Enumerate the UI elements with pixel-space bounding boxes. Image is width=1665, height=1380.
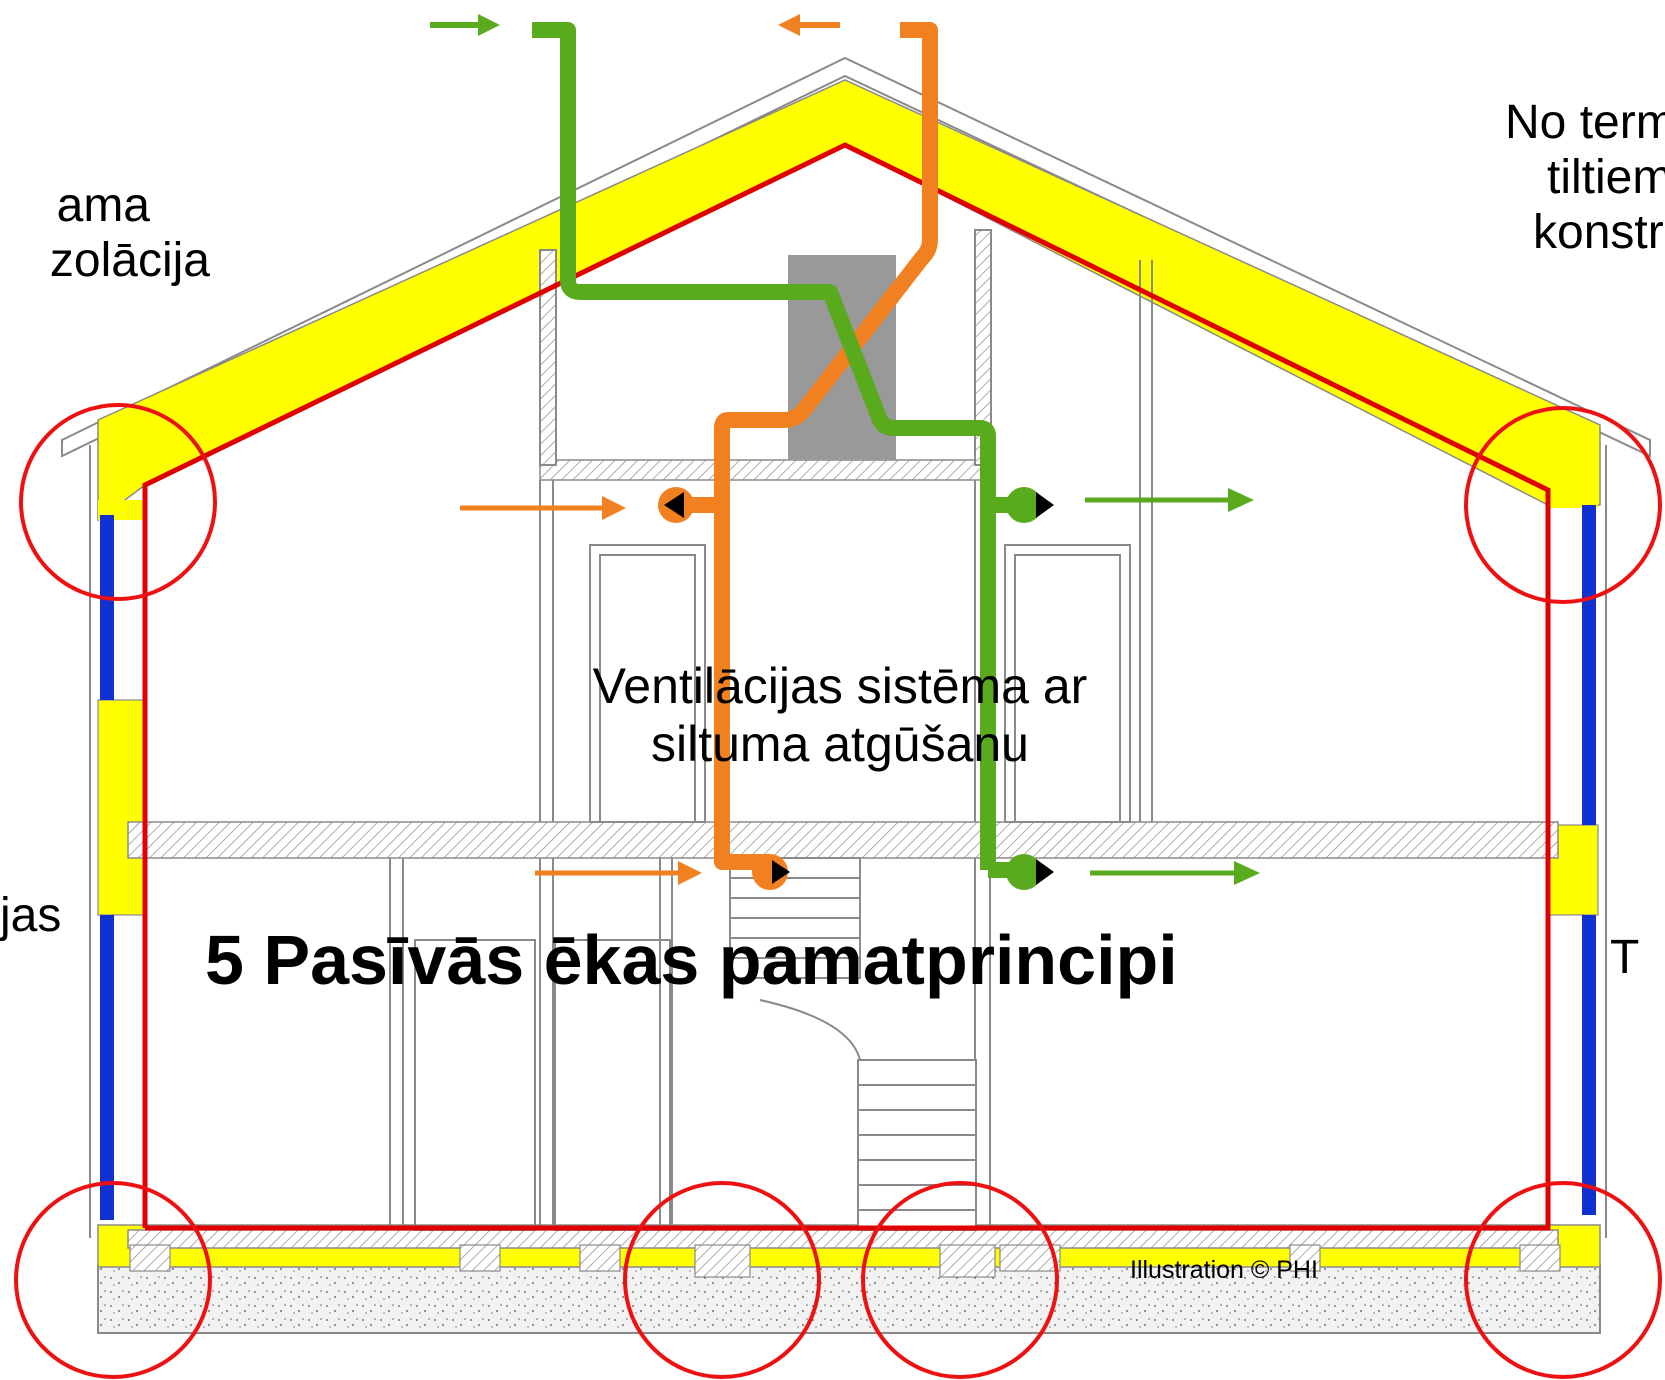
window-left-lower <box>100 915 114 1220</box>
roof-sheet <box>61 56 1651 458</box>
airtight-layer <box>142 142 1551 1231</box>
window-left-upper <box>100 515 114 700</box>
left-partial-label: jas <box>0 889 62 942</box>
thermal-bridges-label-line1: No term <box>1505 96 1665 149</box>
exhaust-duct <box>714 22 938 870</box>
ventilation-label-line1: Ventilācijas sistēma ar <box>592 658 1088 714</box>
thermal-bridges-label-line3: konstr <box>1533 206 1664 260</box>
intermediate-floor <box>127 821 1559 859</box>
thermal-bridges-label-line2: tiltiem <box>1547 151 1665 205</box>
attic-floor <box>539 459 991 481</box>
gravel-layer <box>97 1264 1601 1334</box>
roof-insulation-label: ama zolācija <box>0 178 210 288</box>
window-right-lower <box>1582 915 1596 1215</box>
roof-insulation-label-line1: ama <box>56 179 150 232</box>
marker-base-left <box>14 1181 212 1379</box>
ventilation-label: Ventilācijas sistēma ar siltuma atgūšanu <box>500 658 1180 773</box>
supply-diffuser-upper <box>1006 487 1042 523</box>
marker-base-right <box>1464 1181 1662 1379</box>
marker-roof-left <box>19 403 217 601</box>
wall-insulation-left-mid <box>97 699 147 916</box>
illustration-credit: Illustration © PHI <box>1130 1256 1318 1284</box>
roof-insulation-label-line2: zolācija <box>49 234 210 288</box>
marker-base-mid-right <box>861 1181 1059 1379</box>
ventilation-label-line2: siltuma atgūšanu <box>650 715 1029 772</box>
wall-insulation-right-top <box>1548 490 1598 508</box>
staircase <box>729 857 977 1231</box>
right-partial-label: T <box>1610 931 1640 984</box>
interior-partitions <box>389 229 1153 1231</box>
supply-duct <box>532 22 996 870</box>
exhaust-diffuser-lower <box>752 854 788 890</box>
flow-arrow-icon <box>430 14 1260 885</box>
supply-diffuser-lower <box>1006 854 1042 890</box>
thermal-bridge-markers <box>14 403 1662 1379</box>
main-title: 5 Pasīvās ēkas pamatprincipi <box>205 921 1178 999</box>
marker-roof-right <box>1464 406 1662 604</box>
marker-base-mid-left <box>623 1181 821 1379</box>
thermal-bridges-label: No term tiltiem konstr <box>1505 95 1665 261</box>
window-right-upper <box>1582 505 1596 825</box>
